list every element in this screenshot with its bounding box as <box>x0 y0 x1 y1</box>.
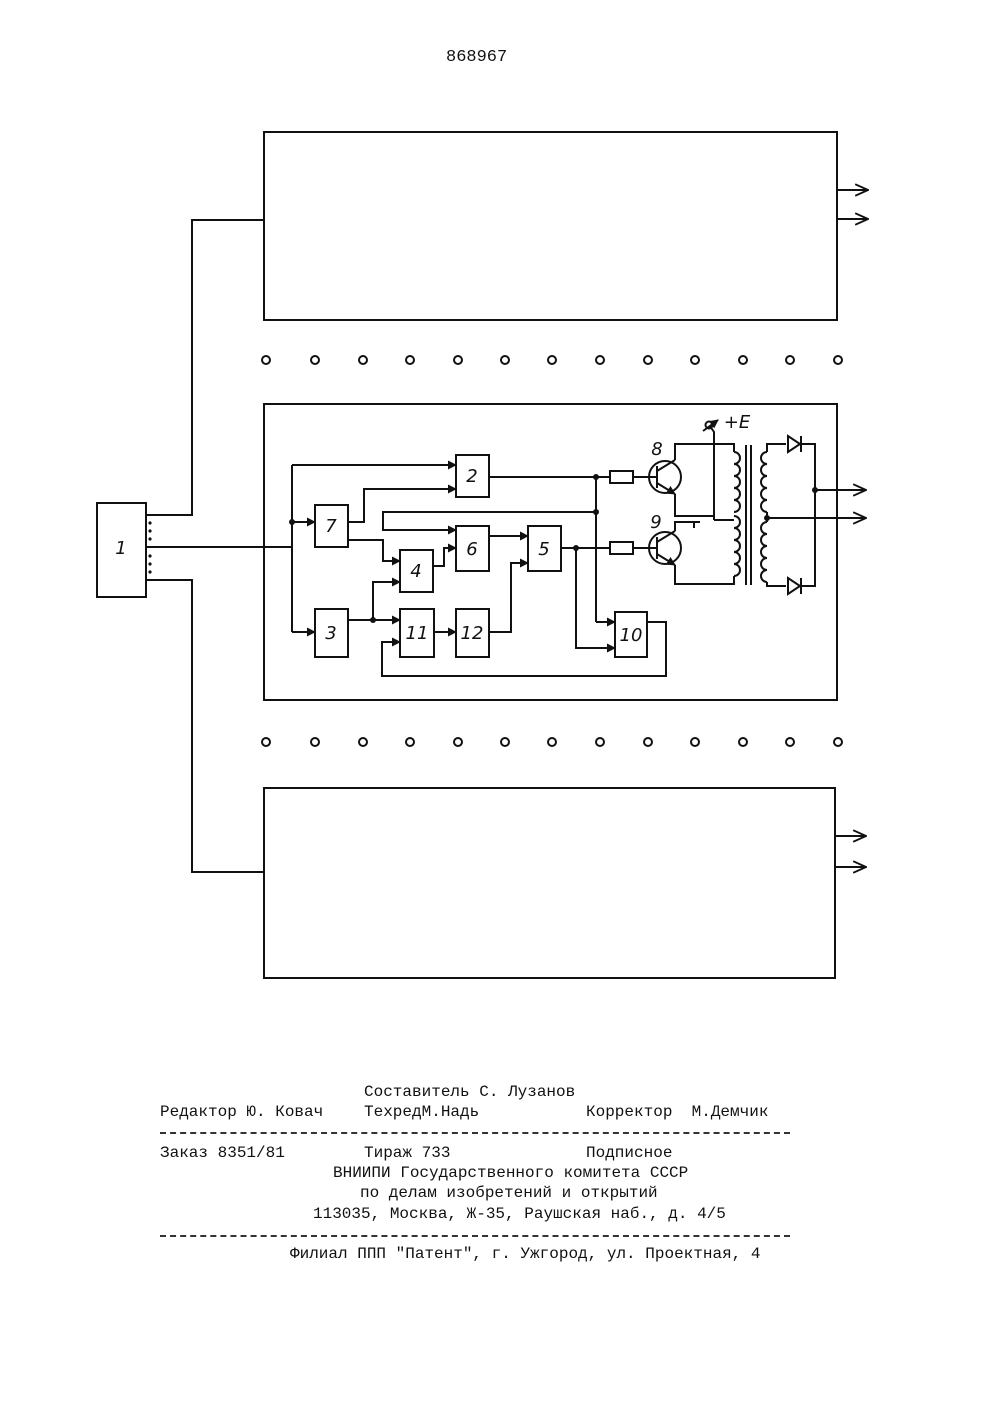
footer-divider-1 <box>160 1132 790 1134</box>
diode-top <box>788 436 800 452</box>
label-transistor-9: 9 <box>650 512 661 533</box>
wire-4-to-6 <box>433 548 456 566</box>
module-top <box>264 132 837 320</box>
footer-corrector: Корректор М.Демчик <box>586 1103 768 1121</box>
label-block-3: 3 <box>325 623 336 644</box>
label-block-2: 2 <box>466 466 477 487</box>
resistor-8 <box>610 471 633 483</box>
wire-7-to-2 <box>348 489 456 522</box>
footer-address: 113035, Москва, Ж-35, Раушская наб., д. … <box>313 1205 726 1223</box>
module-bottom <box>264 788 835 978</box>
footer-subscription: Подписное <box>586 1144 672 1162</box>
footer-composer: Составитель С. Лузанов <box>364 1083 575 1101</box>
label-block-11: 11 <box>406 623 429 644</box>
label-block-1: 1 <box>115 538 126 559</box>
footer-order: Заказ 8351/81 <box>160 1144 285 1162</box>
wire-7-to-4 <box>348 540 400 561</box>
wire-12-to-5 <box>489 563 528 632</box>
footer-techred: ТехредМ.Надь <box>364 1103 479 1121</box>
label-block-7: 7 <box>325 516 337 537</box>
ellipsis-rows <box>262 356 842 746</box>
footer-divider-2 <box>160 1235 790 1237</box>
diode-bottom <box>788 578 800 594</box>
label-block-4: 4 <box>410 561 421 582</box>
label-block-5: 5 <box>538 539 549 560</box>
footer-circulation: Тираж 733 <box>364 1144 450 1162</box>
label-block-10: 10 <box>620 625 643 646</box>
footer-org-line2: по делам изобретений и открытий <box>360 1184 658 1202</box>
feed-top <box>146 220 264 515</box>
wire-3-to-4 <box>348 582 400 620</box>
label-transistor-8: 8 <box>651 439 662 460</box>
footer-branch: Филиал ППП "Патент", г. Ужгород, ул. Про… <box>290 1245 760 1263</box>
feed-bottom <box>146 580 264 872</box>
label-supply: +E <box>724 412 751 433</box>
footer-org-line1: ВНИИПИ Государственного комитета СССР <box>333 1164 688 1182</box>
label-block-12: 12 <box>461 623 484 644</box>
footer-editor: Редактор Ю. Ковач <box>160 1103 323 1121</box>
primary-winding <box>734 452 740 576</box>
resistor-9 <box>610 542 633 554</box>
label-block-6: 6 <box>466 539 477 560</box>
